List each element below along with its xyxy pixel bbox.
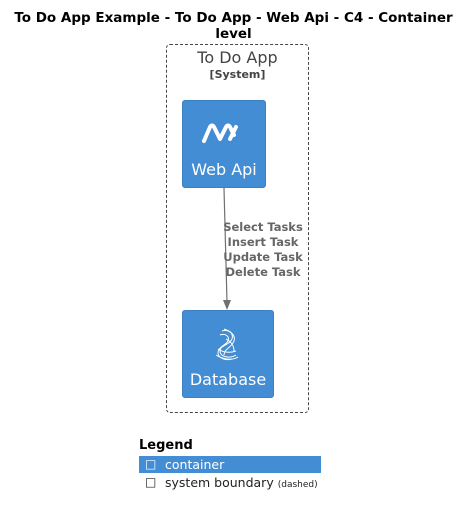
legend-note: (dashed) <box>277 480 318 490</box>
web-api-label: Web Api <box>191 160 257 179</box>
relationship-line: Select Tasks <box>223 220 303 234</box>
relationship-line: Delete Task <box>225 265 301 279</box>
dotnet-icon <box>183 121 265 149</box>
legend-square-icon: □ <box>145 457 157 471</box>
legend-item-container: □ container <box>139 456 321 473</box>
legend-square-icon: □ <box>145 475 157 489</box>
database-container: Database <box>182 310 274 398</box>
web-api-container: Web Api <box>182 100 266 188</box>
system-boundary <box>166 44 309 413</box>
diagram-title: To Do App Example - To Do App - Web Api … <box>14 10 453 42</box>
legend-item-boundary: □ system boundary (dashed) <box>139 474 321 491</box>
legend-label-text: system boundary <box>165 475 274 490</box>
relationship-line: Update Task <box>223 250 303 264</box>
legend-title: Legend <box>139 438 193 453</box>
legend-label: system boundary (dashed) <box>165 475 318 490</box>
database-label: Database <box>189 370 267 389</box>
boundary-type: [System] <box>209 68 266 81</box>
relationship-label: Select Tasks Insert Task Update Task Del… <box>222 220 304 280</box>
relationship-line: Insert Task <box>227 235 299 249</box>
boundary-name: To Do App <box>197 48 278 67</box>
sql-server-icon <box>183 325 273 369</box>
legend-label: container <box>165 457 225 472</box>
